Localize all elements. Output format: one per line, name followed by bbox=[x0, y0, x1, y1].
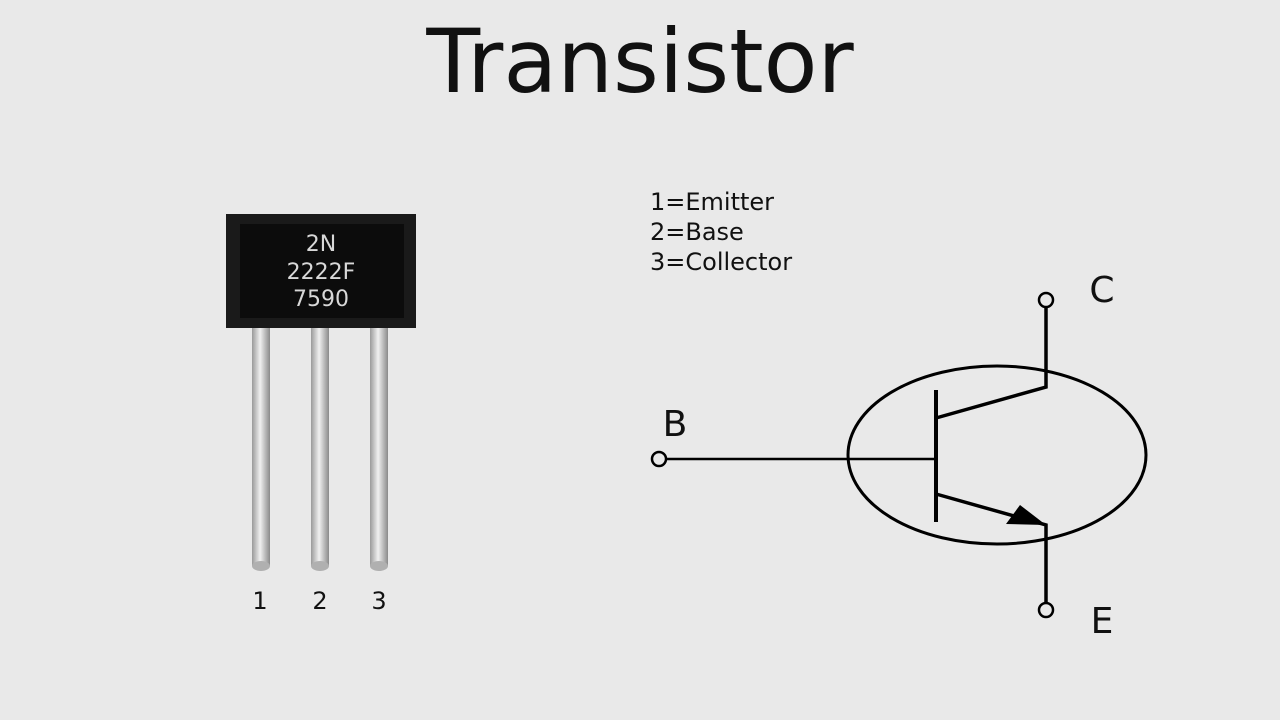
collector-label: C bbox=[1089, 270, 1114, 311]
marking-line-2: 2222F bbox=[287, 260, 356, 285]
collector-terminal bbox=[1037, 291, 1055, 309]
npn-symbol bbox=[650, 291, 1148, 619]
base-label: B bbox=[663, 404, 688, 445]
leg-1 bbox=[252, 326, 270, 566]
emitter-terminal bbox=[1037, 601, 1055, 619]
legend-collector: 3=Collector bbox=[650, 248, 792, 276]
emitter-label: E bbox=[1091, 601, 1114, 642]
page-title: Transistor bbox=[425, 10, 854, 113]
legend-base: 2=Base bbox=[650, 218, 744, 246]
marking-line-3: 7590 bbox=[293, 287, 349, 312]
marking-line-1: 2N bbox=[306, 232, 336, 257]
base-terminal bbox=[650, 450, 668, 468]
pin-label-2: 2 bbox=[312, 587, 327, 615]
leg-3 bbox=[370, 326, 388, 566]
legend-emitter: 1=Emitter bbox=[650, 188, 774, 216]
leg-2 bbox=[311, 326, 329, 566]
pin-label-1: 1 bbox=[252, 587, 267, 615]
pin-label-3: 3 bbox=[371, 587, 386, 615]
transistor-package: 2N 2222F 7590 bbox=[226, 214, 416, 571]
